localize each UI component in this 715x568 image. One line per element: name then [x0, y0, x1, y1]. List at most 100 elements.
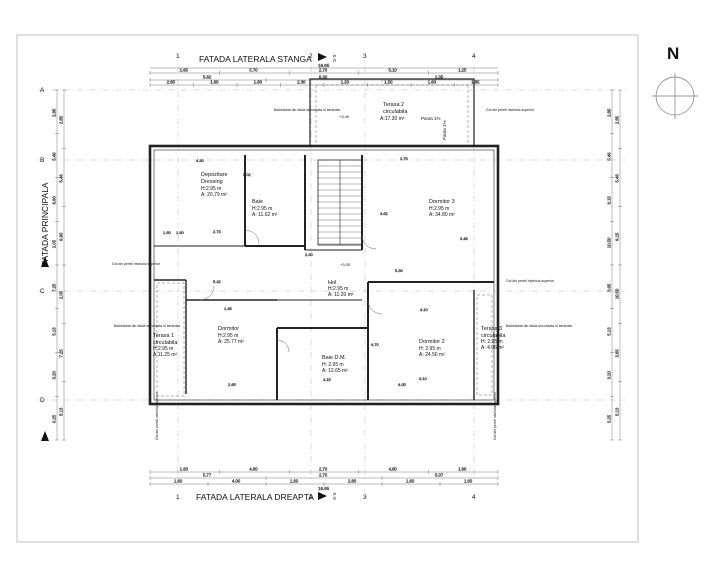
dimension-left-inner-label: 5.46	[59, 174, 64, 183]
axis-letter-label: A	[40, 87, 45, 94]
section-mark-bottom: S-S	[318, 492, 337, 500]
dimension-top-row3-label: 1.60	[210, 80, 219, 85]
dimension-inner-label: 3.48	[460, 236, 469, 241]
dimension-top-row1-label: 2.70	[319, 68, 328, 73]
dimension-inner-label: 4.10	[420, 307, 429, 312]
dimension-overall-top: 16.65	[318, 63, 330, 68]
note-balustrada-right: Balustrada din sticla securizata si lami…	[506, 324, 572, 328]
svg-text:H:2.95 m: H:2.95 m	[153, 346, 173, 352]
drawing-frame	[16, 34, 639, 543]
axis-number-label: 2	[309, 53, 313, 60]
dimension-left-inner-label: 2.05	[59, 290, 64, 299]
svg-text:H: 2.95 m: H: 2.95 m	[322, 362, 344, 368]
svg-text:Baie D.M.: Baie D.M.	[322, 355, 347, 361]
section-mark-top: S-S	[318, 53, 337, 62]
svg-text:Dormitor 2: Dormitor 2	[419, 339, 445, 345]
dimension-right-label: 2.85	[607, 108, 612, 117]
dimension-bottom-row1-label: 1.60	[180, 467, 189, 472]
dimension-bottom-row1-label: 4.80	[249, 467, 258, 472]
dimension-bottom-row3-label: 1.60	[290, 479, 299, 484]
room-terasa-3: Terasa 3 circulabila H: 2.95 m A: 4.96 m…	[481, 326, 506, 351]
dimension-left-label: 2.85	[52, 108, 57, 117]
note-level-1: +3.40	[339, 114, 350, 119]
svg-text:A: 34.80 m²: A: 34.80 m²	[429, 212, 455, 218]
note-balustrada-top: Balustrada din sticla securizata si lami…	[274, 108, 340, 112]
axis-letter-label: B	[40, 157, 44, 164]
north-label: N	[667, 44, 679, 63]
svg-text:H:2.95 m: H:2.95 m	[201, 186, 221, 192]
room-dormitor-2: Dormitor 2 H: 2.95 m A: 24.56 m²	[419, 339, 445, 358]
dimension-right-inner-label: 10.50	[615, 288, 620, 299]
note-panta-1: Panta 1%	[421, 116, 441, 121]
dimension-left-inner-label: 2.85	[59, 115, 64, 124]
svg-text:Dormitor 3: Dormitor 3	[429, 199, 455, 205]
dimension-bottom-row2-label: 2.70	[319, 473, 328, 478]
dimension-inner-label: 4.62	[380, 211, 389, 216]
section-mark-left-bottom	[41, 431, 49, 441]
dimension-top-row2-label: 5.82	[203, 75, 212, 80]
svg-text:Hol: Hol	[328, 280, 336, 286]
dimension-left-inner-label: 6.90	[59, 232, 64, 241]
svg-text:H:2.95 m: H:2.95 m	[429, 206, 449, 212]
dimension-top-row2-label: 2.35	[435, 75, 444, 80]
svg-text:A: 11.62 m²: A: 11.62 m²	[252, 212, 278, 218]
dimension-top-row3-label: 1.60	[428, 80, 437, 85]
dimension-right-label: 5.13	[607, 327, 612, 336]
dimension-top-row3-label: 1.20	[341, 80, 350, 85]
svg-text:circulabila: circulabila	[481, 333, 506, 339]
dimension-bottom-row1-label: 4.80	[389, 467, 398, 472]
dimension-right-inner-label: 5.46	[615, 174, 620, 183]
dimension-inner-label: 5.30	[395, 268, 404, 273]
stair-treads	[318, 165, 362, 245]
svg-text:H:2.95 m: H:2.95 m	[218, 333, 238, 339]
note-balustrada-left: Balustrada din sticla securizata si lami…	[114, 324, 180, 328]
axis-number-label: 3	[363, 53, 367, 60]
room-terasa-2: Terasa 2 circulabila A:17.30 m²	[380, 102, 408, 122]
dimension-inner-label: 2.30	[305, 252, 314, 257]
dimension-right-label: 0.25	[607, 414, 612, 423]
room-baie: Baie H:2.95 m A: 11.62 m²	[252, 199, 278, 218]
dimension-inner-label: 4.30	[196, 158, 205, 163]
svg-text:H:2.95 m: H:2.95 m	[252, 206, 272, 212]
facade-top-title: FATADA LATERALA STANGA	[199, 54, 312, 64]
axis-letter-label: C	[40, 288, 45, 295]
dimension-inner-label: 4.15	[323, 377, 332, 382]
axis-number-label: 1	[176, 494, 180, 501]
svg-text:A: 12.65 m²: A: 12.65 m²	[322, 368, 348, 374]
dimension-bottom-row3-label: 2.80	[348, 479, 357, 484]
dimension-left-label: 6.90	[52, 196, 57, 205]
note-gol-bottom-2: Gol din pereti nivelului superior	[493, 391, 497, 440]
dimension-bottom-row3-label: 1.60	[174, 479, 183, 484]
note-panta-2: Panta 1%	[442, 120, 447, 140]
dimension-inner-label: 5.42	[213, 279, 222, 284]
balustrade-lines	[156, 84, 493, 397]
structural-grid	[38, 66, 625, 480]
dimension-left-label: 5.13	[52, 327, 57, 336]
axis-number-label: 1	[176, 53, 180, 60]
svg-text:H: 2.95 m: H: 2.95 m	[419, 346, 441, 352]
dimension-right-label: 5.46	[607, 152, 612, 161]
dimension-right-label: 3.65	[607, 283, 612, 292]
svg-text:H:2.95 m: H:2.95 m	[328, 286, 348, 292]
note-gol-right: Gol din pereti nivelului superior	[506, 279, 555, 283]
facade-left-title: FATADA PRINCIPALA	[40, 182, 50, 266]
dimension-top-row3-label: 2.85	[167, 80, 176, 85]
north-arrow-icon	[652, 73, 698, 119]
dimension-right-label: 6.15	[607, 196, 612, 205]
room-baie-dm: Baie D.M. H: 2.95 m A: 12.65 m²	[322, 355, 348, 374]
svg-text:circulabila: circulabila	[153, 340, 178, 346]
dimension-bottom-row3-label: 4.00	[232, 479, 241, 484]
dimension-top-row1-label: 1.65	[180, 68, 189, 73]
dimension-top-row1-label: 1.25	[458, 68, 467, 73]
room-hol: Hol H:2.95 m A: 11.20 m²	[328, 280, 354, 298]
svg-text:A:17.30 m²: A:17.30 m²	[380, 116, 405, 122]
svg-text:circulabila: circulabila	[383, 109, 408, 115]
dimension-bottom-row1-label: 2.70	[319, 467, 328, 472]
dimension-inner-label: 2.79	[400, 156, 409, 161]
dimension-left-label: 0.25	[52, 414, 57, 423]
dimension-top-row3-label: 1.85	[471, 80, 480, 85]
dimension-top-row3-label: 2.30	[297, 80, 306, 85]
